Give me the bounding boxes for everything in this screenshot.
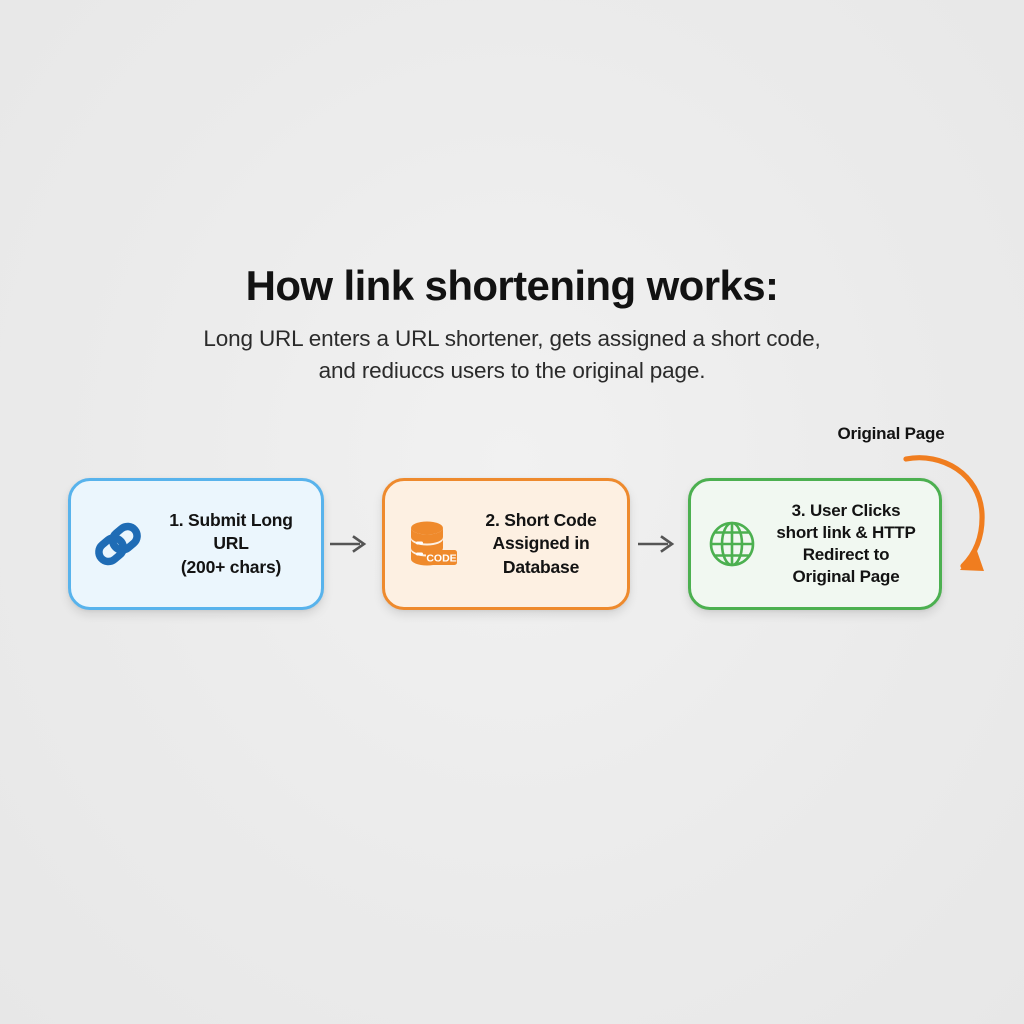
page-subtitle: Long URL enters a URL shortener, gets as… [203, 326, 821, 383]
globe-icon [703, 519, 761, 569]
database-icon-badge-text: CODE [426, 552, 456, 564]
page-title: How link shortening works: [245, 262, 779, 309]
flow-step-label: 1. Submit Long URL (200+ chars) [169, 510, 293, 577]
callout-label-original-page: Original Page [837, 424, 945, 443]
chain-link-icon [87, 518, 149, 570]
flow-step-label: 3. User Clicks short link & HTTP Redirec… [776, 500, 916, 587]
flow-diagram: 1. Submit Long URL (200+ chars) [60, 478, 960, 614]
header: How link shortening works: Long URL ente… [0, 262, 1024, 387]
flow-step-label: 2. Short Code Assigned in Database [485, 510, 597, 577]
database-icon: CODE [401, 518, 463, 570]
flow-step-short-code-assigned[interactable]: CODE 2. Short Code Assigned in Database [382, 478, 630, 610]
arrow-right-icon [328, 534, 372, 554]
flow-step-user-clicks-redirect[interactable]: 3. User Clicks short link & HTTP Redirec… [688, 478, 942, 610]
arrow-right-icon [636, 534, 680, 554]
flow-step-submit-long-url[interactable]: 1. Submit Long URL (200+ chars) [68, 478, 324, 610]
curved-arrow-down-icon [880, 440, 1010, 590]
